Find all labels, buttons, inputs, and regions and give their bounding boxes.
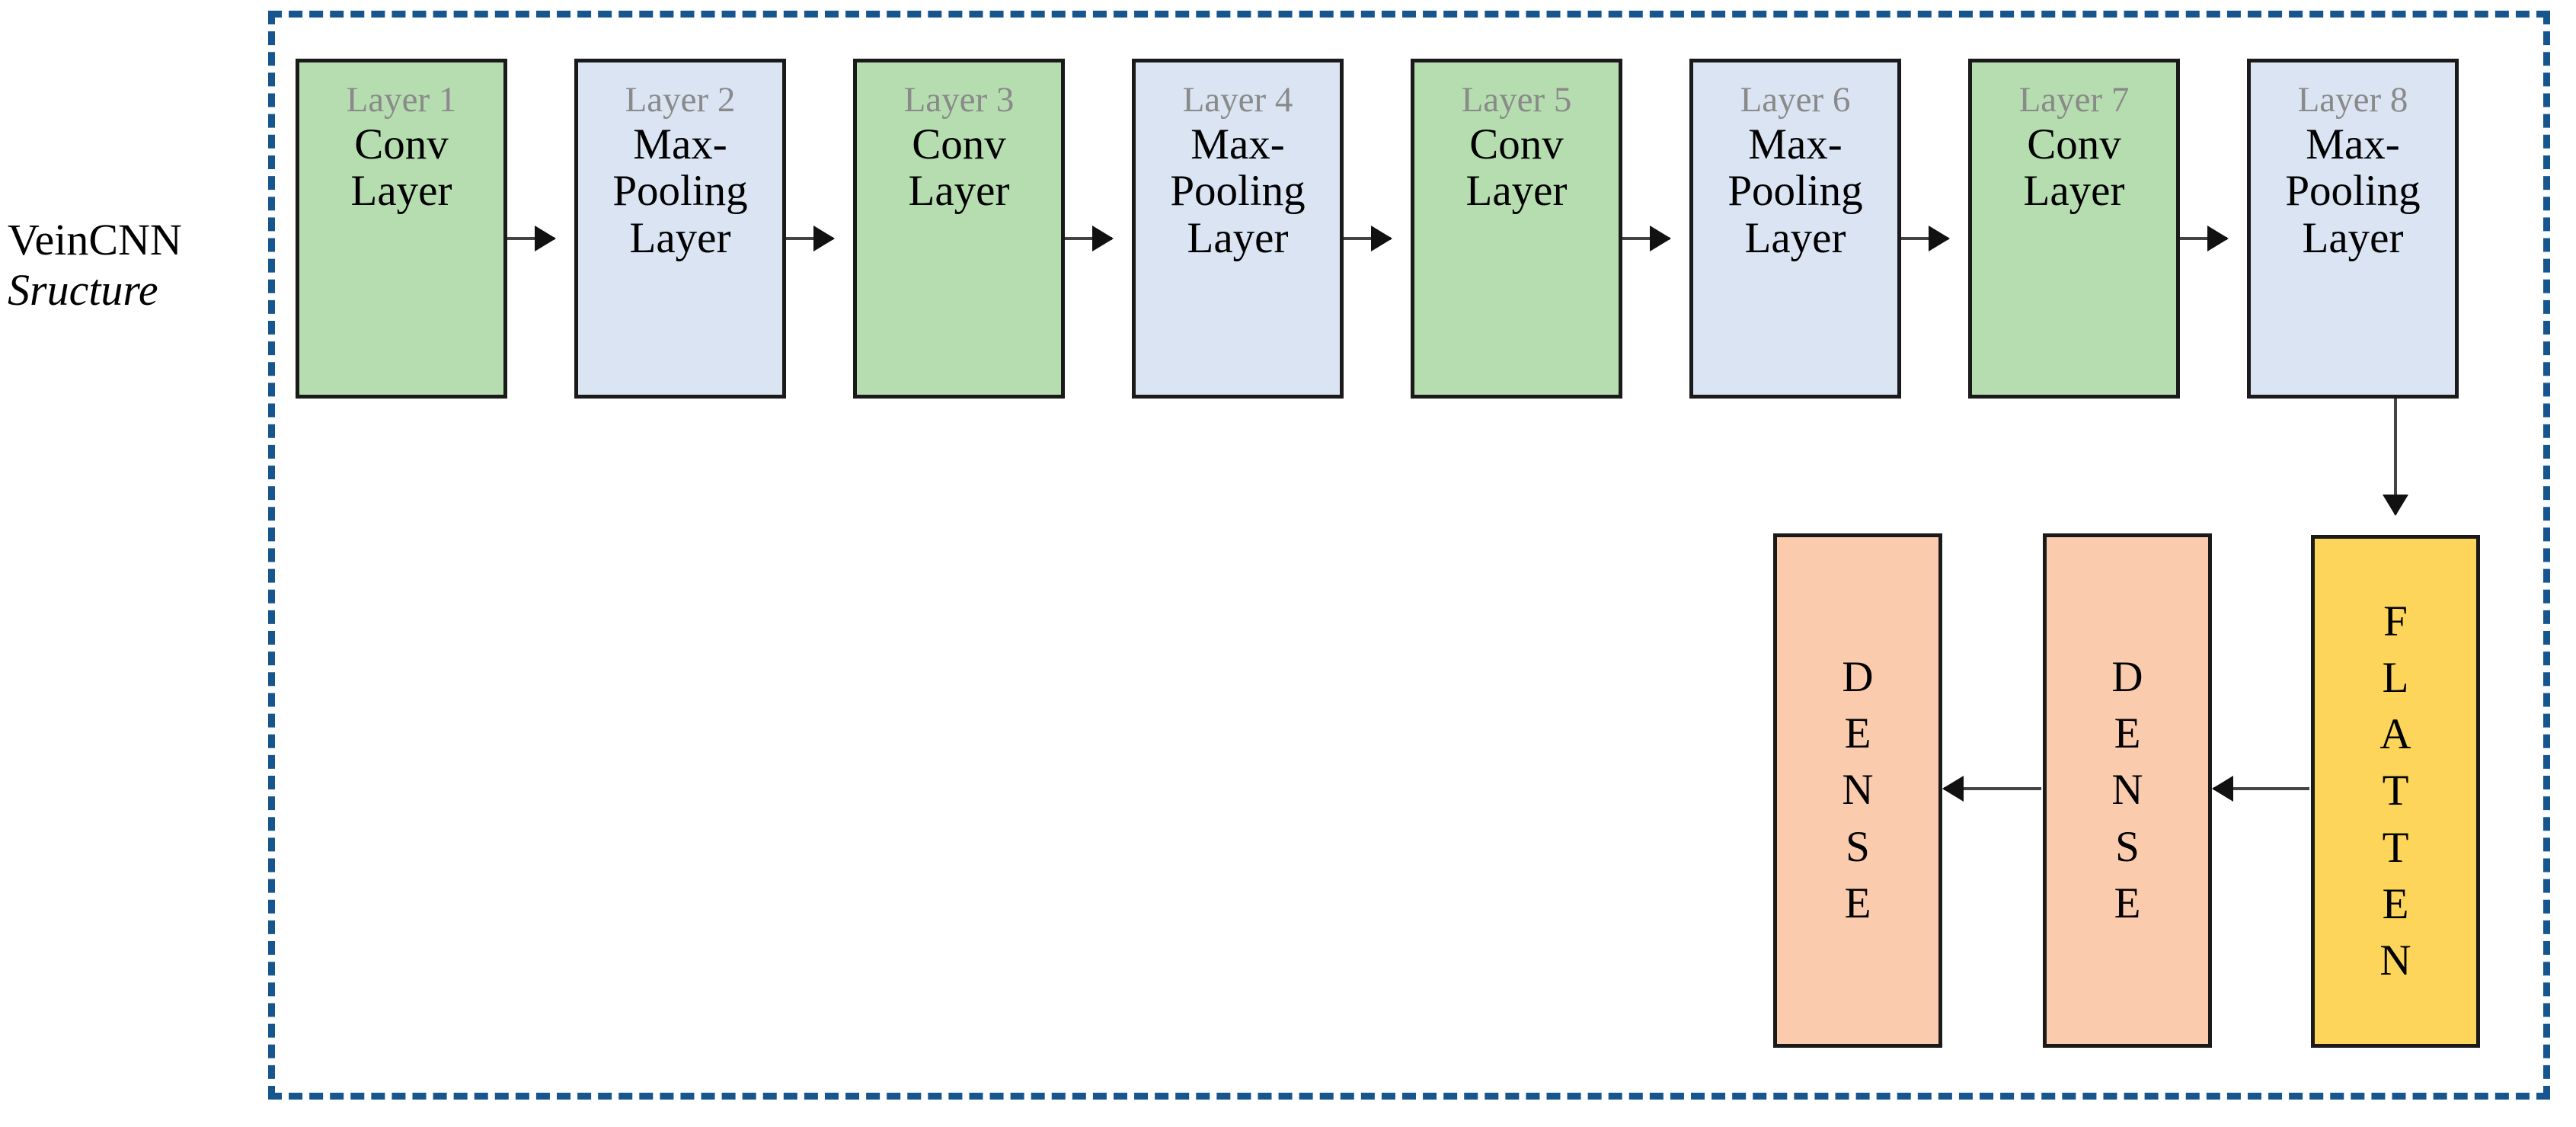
dense-1-char-4: E	[1844, 879, 1871, 927]
connector-layer3-layer4	[1065, 237, 1112, 240]
connector-layer2-layer3	[786, 237, 833, 240]
layer-block-6[interactable]: Layer 6 Max- Pooling Layer	[1689, 59, 1901, 399]
dense-1-char-0: D	[1842, 653, 1874, 702]
layer-title-7: Conv Layer	[2023, 120, 2125, 216]
connector-layer5-layer6	[1622, 237, 1670, 240]
layer-block-1[interactable]: Layer 1 Conv Layer	[296, 59, 507, 399]
layer-block-2[interactable]: Layer 2 Max- Pooling Layer	[574, 59, 786, 399]
connector-layer4-layer5	[1344, 237, 1391, 240]
layer-title-2: Max- Pooling Layer	[612, 120, 748, 262]
connector-layer6-layer7	[1901, 237, 1948, 240]
dense-2-char-4: E	[2114, 879, 2141, 927]
layer-index-8: Layer 8	[2297, 80, 2408, 120]
layer-index-3: Layer 3	[903, 80, 1015, 120]
layer-index-2: Layer 2	[625, 80, 736, 120]
dense-2-char-2: N	[2111, 766, 2143, 815]
layer-block-5[interactable]: Layer 5 Conv Layer	[1411, 59, 1622, 399]
connector-layer1-layer2	[507, 237, 555, 240]
dense-2-char-1: E	[2114, 709, 2141, 758]
layer-title-6: Max- Pooling Layer	[1727, 120, 1863, 262]
flatten-char-2: A	[2379, 710, 2411, 759]
model-label: VeinCNN Sructure	[8, 215, 259, 315]
dense-1-char-1: E	[1844, 709, 1871, 758]
flatten-char-0: F	[2383, 597, 2408, 646]
flatten-char-6: N	[2379, 936, 2411, 985]
connector-flatten-dense2	[2213, 787, 2309, 790]
layer-block-4[interactable]: Layer 4 Max- Pooling Layer	[1132, 59, 1344, 399]
connector-layer8-flatten	[2394, 399, 2397, 514]
layer-index-7: Layer 7	[2018, 80, 2130, 120]
dense-2-char-0: D	[2111, 653, 2143, 702]
model-label-line2: Sructure	[8, 265, 158, 315]
layer-title-3: Conv Layer	[908, 120, 1010, 216]
connector-layer7-layer8	[2180, 237, 2227, 240]
layer-block-8[interactable]: Layer 8 Max- Pooling Layer	[2247, 59, 2459, 399]
flatten-char-1: L	[2382, 654, 2409, 703]
model-label-line1: VeinCNN	[8, 215, 182, 264]
layer-index-4: Layer 4	[1182, 80, 1293, 120]
flatten-char-3: T	[2382, 767, 2409, 815]
layer-title-8: Max- Pooling Layer	[2285, 120, 2421, 262]
layer-index-1: Layer 1	[346, 80, 457, 120]
layer-block-7[interactable]: Layer 7 Conv Layer	[1968, 59, 2180, 399]
dense-1-char-3: S	[1846, 822, 1870, 871]
dense-1-char-2: N	[1842, 766, 1874, 815]
layer-block-3[interactable]: Layer 3 Conv Layer	[853, 59, 1065, 399]
layer-title-4: Max- Pooling Layer	[1170, 120, 1306, 262]
connector-dense2-dense1	[1944, 787, 2041, 790]
diagram-boundary	[268, 11, 2550, 1100]
dense-2-char-3: S	[2115, 822, 2140, 871]
layer-index-5: Layer 5	[1461, 80, 1572, 120]
flatten-char-4: T	[2382, 823, 2409, 872]
layer-title-5: Conv Layer	[1465, 120, 1568, 216]
flatten-char-5: E	[2382, 879, 2409, 928]
layer-title-1: Conv Layer	[350, 120, 452, 216]
layer-index-6: Layer 6	[1740, 80, 1851, 120]
